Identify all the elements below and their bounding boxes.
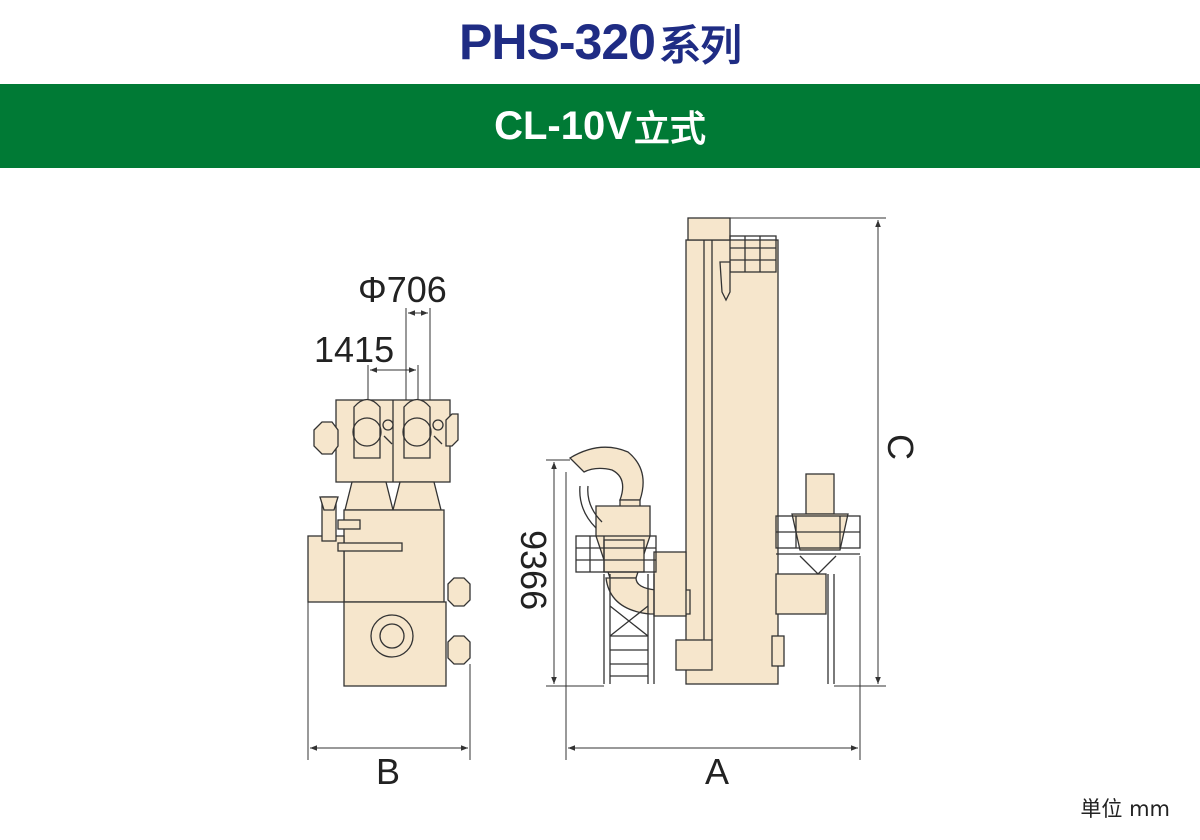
dim-a-label: A	[705, 751, 729, 792]
hood-left	[353, 398, 381, 459]
title-suffix: 系列	[658, 20, 742, 70]
valve-right-low	[447, 635, 471, 665]
dim-diameter-label: Φ706	[358, 269, 447, 310]
valve-right-mid	[447, 577, 471, 607]
dim-b-label: B	[376, 751, 400, 792]
dim-spacing-label: 1415	[314, 329, 394, 370]
front-view	[307, 398, 471, 687]
title-model: PHS-320	[459, 14, 656, 70]
subtitle-suffix: 立式	[633, 109, 706, 150]
valve-right-top	[445, 413, 459, 447]
dim-height-label: 9366	[513, 530, 554, 610]
right-stack	[805, 473, 835, 515]
subtitle-model: CL-10V	[494, 103, 632, 148]
duct	[568, 446, 644, 501]
unit-label: 単位 mm	[1080, 797, 1170, 821]
hood-right	[403, 398, 431, 459]
valve-left	[313, 421, 339, 455]
side-view	[568, 217, 861, 685]
dim-c-label: C	[880, 434, 921, 460]
front-dimensions	[307, 308, 471, 760]
side-dimensions	[546, 217, 886, 760]
machine-diagram: Φ706 1415 B A C 9366	[307, 217, 921, 792]
tower	[685, 239, 779, 685]
